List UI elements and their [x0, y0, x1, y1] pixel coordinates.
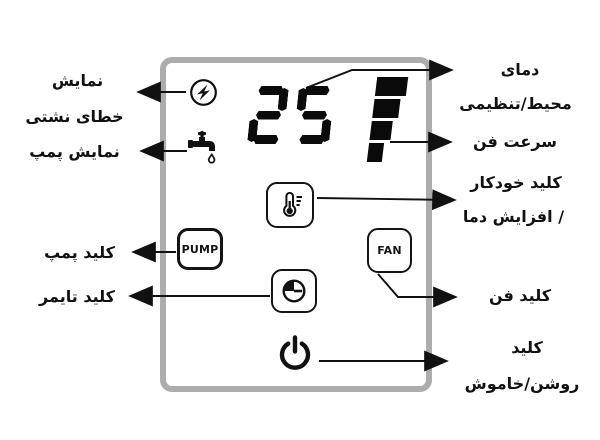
label-leak-display-line2: خطای نشتی [25, 107, 124, 126]
pump-key-label: PUMP [181, 242, 219, 256]
thermometer-icon [283, 191, 302, 217]
fan-speed-indicator [366, 77, 409, 162]
label-pump-display: نمایش پمپ [29, 142, 120, 161]
label-timer-key: کلید تایمر [39, 287, 115, 306]
label-temperature-line2: محیط/تنظیمی [459, 94, 572, 113]
label-power-key-line1: کلید [511, 338, 543, 357]
timer-key[interactable] [271, 269, 317, 313]
fan-speed-bar [372, 99, 401, 118]
pump-key[interactable]: PUMP [177, 228, 223, 270]
faucet-drip-icon [188, 131, 216, 164]
controller-panel: PUMP FAN [160, 57, 432, 392]
leak-error-indicator [188, 77, 219, 108]
fan-key[interactable]: FAN [367, 228, 412, 273]
label-auto-key-line2: / افزایش دما [462, 207, 565, 226]
auto-temp-key[interactable] [266, 182, 314, 228]
flash-circle-icon [190, 79, 217, 106]
label-fan-key: کلید فن [488, 286, 552, 305]
fan-speed-bar [374, 77, 409, 96]
fan-speed-bar [366, 143, 385, 162]
fan-speed-bar [369, 121, 393, 140]
temperature-display [250, 86, 332, 144]
label-temperature-line1: دمای [500, 60, 540, 79]
seven-segment-digit [247, 86, 289, 144]
label-power-key-line2: روشن/خاموش [464, 374, 580, 393]
pump-indicator [184, 129, 220, 165]
seven-segment-digit [293, 86, 335, 144]
label-leak-display-line1: نمایش [51, 71, 104, 90]
clock-timer-icon [282, 279, 306, 303]
label-fan-speed: سرعت فن [473, 132, 557, 151]
label-auto-key-line1: کلید خودکار [470, 173, 562, 192]
power-icon [279, 335, 311, 370]
label-pump-key: کلید پمپ [44, 243, 115, 262]
power-key[interactable] [275, 334, 315, 374]
fan-key-label: FAN [377, 244, 402, 257]
